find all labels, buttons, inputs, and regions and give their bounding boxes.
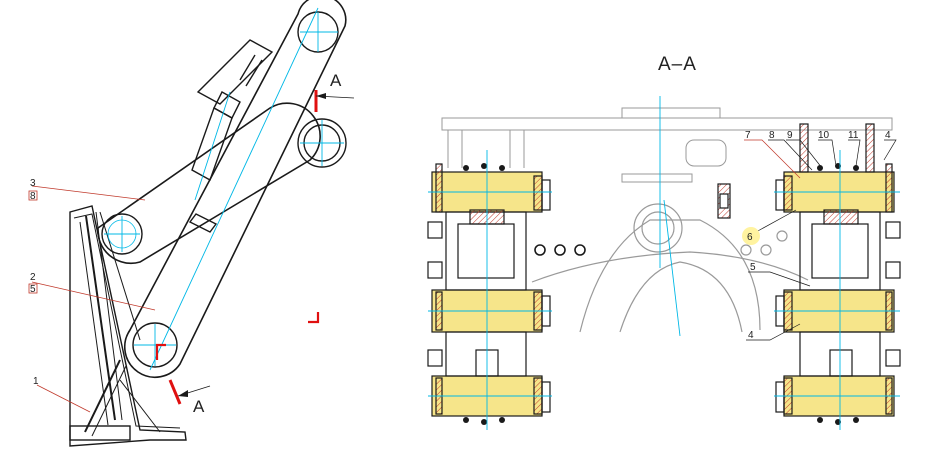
svg-text:5: 5 bbox=[750, 262, 756, 273]
svg-text:10: 10 bbox=[818, 130, 830, 141]
section-center-lines bbox=[428, 96, 900, 430]
svg-text:2: 2 bbox=[30, 272, 36, 283]
cut-mark-corner bbox=[155, 312, 320, 360]
frame-part-1 bbox=[69, 205, 187, 447]
callout-5: 5 bbox=[750, 262, 756, 273]
arm-part-3 bbox=[97, 102, 321, 265]
section-leaders bbox=[744, 139, 897, 341]
center-lines bbox=[104, 7, 344, 371]
callout-4-lower: 4 bbox=[748, 330, 754, 341]
svg-text:8: 8 bbox=[30, 191, 36, 202]
cut-mark-top: A bbox=[314, 71, 355, 112]
callout-6: 6 bbox=[742, 227, 760, 245]
svg-text:9: 9 bbox=[787, 130, 793, 141]
side-view bbox=[31, 0, 347, 447]
svg-text:4: 4 bbox=[748, 330, 754, 341]
callout-3: 3 8 bbox=[28, 178, 38, 202]
svg-text:5: 5 bbox=[30, 284, 36, 295]
svg-text:A: A bbox=[193, 397, 205, 416]
callout-1: 1 bbox=[33, 376, 39, 387]
bolts bbox=[463, 163, 859, 425]
holes-right bbox=[740, 230, 788, 256]
actuator bbox=[188, 39, 274, 233]
svg-text:6: 6 bbox=[747, 232, 753, 243]
callout-leaders bbox=[31, 185, 156, 413]
svg-text:7: 7 bbox=[745, 130, 751, 141]
section-callouts-top: 7 8 9 10 11 4 bbox=[745, 130, 891, 141]
left-hub-stack bbox=[427, 163, 551, 417]
top-frame bbox=[441, 107, 893, 183]
arm-part-2 bbox=[123, 0, 347, 378]
svg-text:A: A bbox=[330, 71, 342, 90]
svg-text:11: 11 bbox=[848, 130, 859, 141]
svg-text:1: 1 bbox=[33, 376, 39, 387]
section-title: A–A bbox=[658, 54, 697, 75]
callout-2: 2 5 bbox=[28, 272, 38, 295]
fitting bbox=[717, 183, 731, 219]
svg-text:8: 8 bbox=[769, 130, 775, 141]
center-hub bbox=[531, 203, 809, 333]
holes-left bbox=[534, 244, 586, 256]
svg-text:4: 4 bbox=[885, 130, 891, 141]
section-view bbox=[427, 96, 901, 430]
svg-text:3: 3 bbox=[30, 178, 36, 189]
cut-mark-bottom: A bbox=[168, 379, 211, 416]
